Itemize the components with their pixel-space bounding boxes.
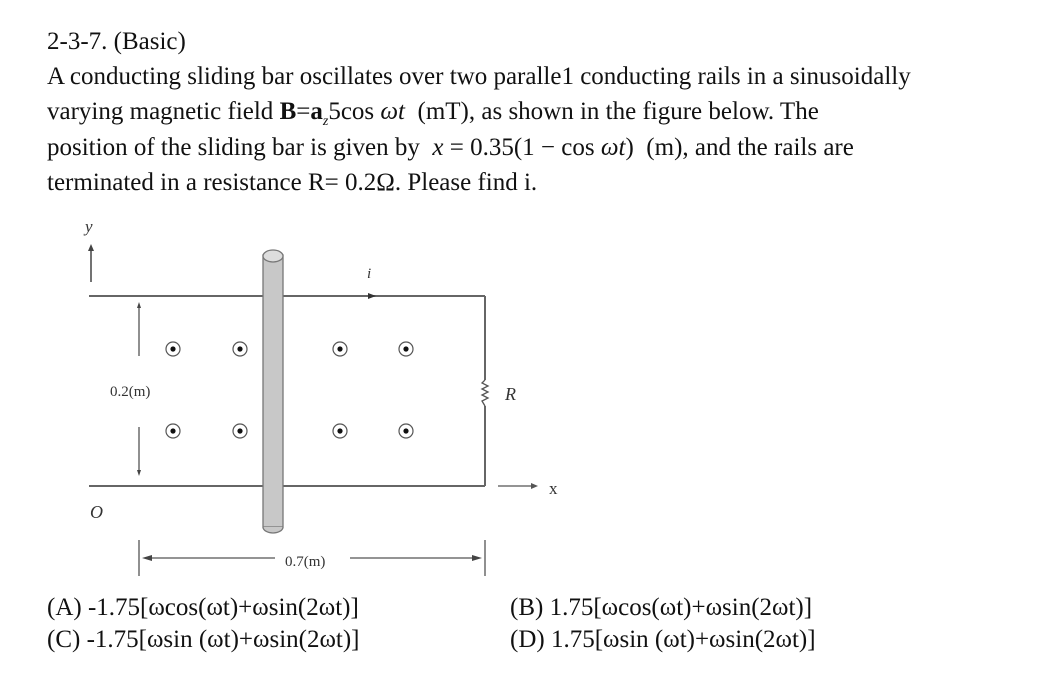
field-dot bbox=[403, 346, 409, 352]
text: ωt bbox=[600, 134, 626, 161]
problem-text-line-1: A conducting sliding bar oscillates over… bbox=[47, 63, 911, 90]
x-axis-label: x bbox=[549, 479, 558, 498]
field-out-of-page-icon bbox=[232, 423, 248, 439]
resistor-label: R bbox=[504, 384, 516, 404]
resistor-icon bbox=[480, 379, 490, 407]
y-arrowhead bbox=[88, 244, 94, 251]
width-label: 0.2(m) bbox=[110, 384, 150, 400]
field-out-of-page-icon bbox=[165, 341, 181, 357]
arrowhead bbox=[142, 555, 152, 561]
field-out-of-page-icon bbox=[398, 423, 414, 439]
current-label: i bbox=[367, 266, 371, 282]
field-dot bbox=[337, 346, 343, 352]
option-a[interactable]: (A) -1.75[ωcos(ωt)+ωsin(2ωt)] bbox=[47, 594, 359, 621]
origin-label: O bbox=[90, 502, 103, 522]
text: ) (m), and the rails are bbox=[625, 134, 854, 161]
option-b[interactable]: (B) 1.75[ωcos(ωt)+ωsin(2ωt)] bbox=[510, 594, 813, 621]
sliding-bar bbox=[262, 254, 284, 528]
text: position of the sliding bar is given by bbox=[47, 134, 433, 161]
option-c[interactable]: (C) -1.75[ωsin (ωt)+ωsin(2ωt)] bbox=[47, 626, 360, 653]
problem-id: 2-3-7. (Basic) bbox=[47, 28, 186, 55]
field-out-of-page-icon bbox=[165, 423, 181, 439]
field-dot bbox=[337, 428, 343, 434]
text: (mT), as shown in the figure below. The bbox=[405, 98, 819, 125]
text: x bbox=[432, 134, 444, 161]
magnetic-field-dots bbox=[165, 341, 414, 439]
unit-vector: a bbox=[310, 98, 323, 125]
y-axis-label: y bbox=[83, 217, 93, 236]
arrowhead bbox=[137, 470, 141, 476]
field-out-of-page-icon bbox=[232, 341, 248, 357]
sliding-bar-top bbox=[262, 249, 284, 263]
arrowhead bbox=[472, 555, 482, 561]
text: = 0.35(1 − cos bbox=[443, 134, 601, 161]
option-d[interactable]: (D) 1.75[ωsin (ωt)+ωsin(2ωt)] bbox=[510, 626, 816, 653]
problem-text-line-2: varying magnetic field B=az5cos ωt (mT),… bbox=[47, 97, 819, 137]
sliding-bar-bottom bbox=[262, 526, 284, 534]
field-out-of-page-icon bbox=[332, 423, 348, 439]
problem-text-line-3: position of the sliding bar is given by … bbox=[47, 133, 854, 163]
field-dot bbox=[237, 428, 243, 434]
field-dot bbox=[170, 346, 176, 352]
problem-text-line-4: terminated in a resistance R= 0.2Ω. Plea… bbox=[47, 169, 538, 196]
field-dot bbox=[170, 428, 176, 434]
field-symbol: B bbox=[279, 98, 297, 125]
x-arrowhead bbox=[531, 483, 538, 489]
length-label: 0.7(m) bbox=[285, 554, 325, 570]
text: varying magnetic field bbox=[47, 98, 280, 125]
subscript: z bbox=[322, 114, 329, 129]
field-out-of-page-icon bbox=[332, 341, 348, 357]
current-arrowhead bbox=[368, 293, 376, 299]
text: ωt bbox=[380, 98, 405, 125]
field-dot bbox=[403, 428, 409, 434]
text: 5cos bbox=[328, 98, 381, 125]
arrowhead bbox=[137, 302, 141, 308]
text: = bbox=[296, 98, 311, 125]
field-out-of-page-icon bbox=[398, 341, 414, 357]
field-dot bbox=[237, 346, 243, 352]
